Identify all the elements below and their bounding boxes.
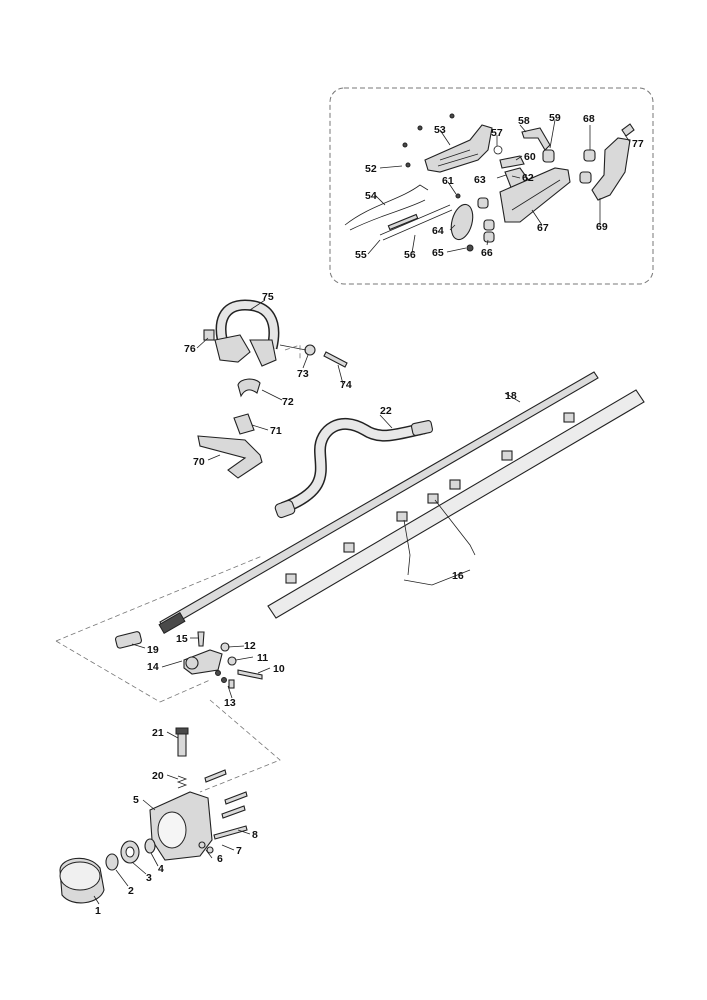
callout-22: 22 <box>380 405 392 417</box>
part-53-handle-housing-left <box>424 124 493 173</box>
callout-60: 60 <box>524 151 536 163</box>
callout-66: 66 <box>481 247 493 259</box>
callout-58: 58 <box>518 115 530 127</box>
callout-6: 6 <box>217 853 223 865</box>
part-73-washer <box>304 344 316 356</box>
callout-59: 59 <box>549 112 561 124</box>
callout-64: 64 <box>432 225 444 237</box>
part-18-drive-shaft <box>159 371 599 631</box>
part-58-trigger-lever <box>521 127 551 151</box>
callout-19: 19 <box>147 644 159 656</box>
callout-55: 55 <box>355 249 367 261</box>
callout-68: 68 <box>583 113 595 125</box>
part-18-outer-tube <box>267 389 645 619</box>
callout-53: 53 <box>434 124 446 136</box>
callout-18: 18 <box>505 390 517 402</box>
callout-14: 14 <box>147 661 159 673</box>
part-59-lock-button <box>542 149 555 163</box>
leader-lines <box>93 119 631 905</box>
callout-54: 54 <box>365 190 377 202</box>
part-16-shaft-liners <box>285 412 575 584</box>
part-2-ring <box>105 853 119 871</box>
callout-10: 10 <box>273 663 285 675</box>
callout-5: 5 <box>133 794 139 806</box>
callout-13: 13 <box>224 697 236 709</box>
part-66-damper <box>477 197 495 243</box>
callout-67: 67 <box>537 222 549 234</box>
callout-76: 76 <box>184 343 196 355</box>
callout-77: 77 <box>632 138 644 150</box>
part-8-bolt <box>213 825 248 840</box>
part-20-spring <box>176 775 188 789</box>
callout-8: 8 <box>252 829 258 841</box>
callout-52: 52 <box>365 163 377 175</box>
part-10-bolt <box>237 669 263 680</box>
callout-11: 11 <box>257 652 268 664</box>
callout-63: 63 <box>474 174 486 186</box>
callout-1: 1 <box>95 905 101 917</box>
part-69-rear-grip <box>591 137 631 201</box>
part-4-seal <box>144 838 156 854</box>
callout-7: 7 <box>236 845 242 857</box>
callout-61: 61 <box>442 175 454 187</box>
callout-20: 20 <box>152 770 164 782</box>
callout-4: 4 <box>158 863 164 875</box>
callout-71: 71 <box>270 425 282 437</box>
detail-inset-frame <box>329 87 654 285</box>
callout-65: 65 <box>432 247 444 259</box>
part-71-nut-block <box>233 413 255 435</box>
callout-72: 72 <box>282 396 294 408</box>
callout-69: 69 <box>596 221 608 233</box>
part-15-screw <box>197 631 205 647</box>
callout-74: 74 <box>340 379 352 391</box>
callout-15: 15 <box>176 633 188 645</box>
callout-70: 70 <box>193 456 205 468</box>
callout-3: 3 <box>146 872 152 884</box>
part-54-wire-harness <box>344 184 429 226</box>
callout-labels: 1 2 3 4 5 6 7 8 10 11 12 13 14 15 16 18 … <box>95 112 644 917</box>
part-60-trigger <box>499 155 525 169</box>
callout-73: 73 <box>297 368 309 380</box>
part-56-throttle-cable <box>379 204 453 241</box>
part-6-washers <box>198 841 214 854</box>
part-57-spring <box>493 145 503 155</box>
part-7-bolts <box>204 769 248 819</box>
part-65-nut <box>466 244 474 252</box>
callout-12: 12 <box>244 640 256 652</box>
part-21-pin <box>177 731 187 757</box>
callout-62: 62 <box>522 172 534 184</box>
part-19-coupling <box>114 631 142 649</box>
part-70-barrier <box>197 435 263 479</box>
part-61-screw <box>455 193 461 199</box>
callout-16: 16 <box>452 570 464 582</box>
part-76-clip <box>203 329 215 341</box>
callout-57: 57 <box>491 127 503 139</box>
part-67-handle-housing-right <box>499 167 571 223</box>
callout-56: 56 <box>404 249 416 261</box>
part-74-bolt <box>323 351 348 368</box>
part-77-screw <box>621 123 635 137</box>
part-68-damper <box>579 149 596 184</box>
part-64-cover <box>450 203 474 241</box>
callout-2: 2 <box>128 885 134 897</box>
part-72-clamp <box>237 378 261 398</box>
callout-21: 21 <box>152 727 164 739</box>
part-13-nuts <box>215 670 235 689</box>
part-11-washer <box>227 656 237 666</box>
callout-75: 75 <box>262 291 274 303</box>
part-12-washer <box>220 642 230 652</box>
part-52-screws <box>402 113 455 168</box>
